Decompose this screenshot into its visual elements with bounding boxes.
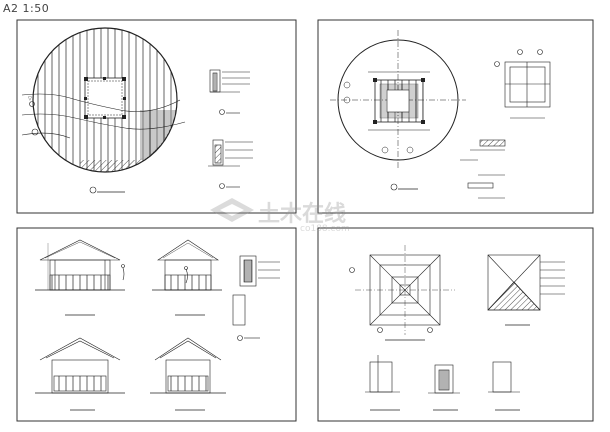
elevation-side xyxy=(152,239,280,341)
pavilion-plan-details xyxy=(460,49,551,199)
panel-frame-roof-plans xyxy=(317,227,594,422)
panel-frame-site-plan xyxy=(16,19,297,214)
panel-frame-elevations xyxy=(16,227,297,422)
watermark-text: 土木在线 xyxy=(258,202,347,227)
watermark-subtext: co188.com xyxy=(300,224,350,234)
site-plan-details xyxy=(208,69,253,189)
sheet-scale-label: A2 1:50 xyxy=(3,2,50,15)
panel-frame-pavilion-plan xyxy=(317,19,594,214)
svg-text:▽: ▽ xyxy=(28,96,32,102)
roof-plan-left xyxy=(349,245,455,341)
elevation-front xyxy=(35,239,125,316)
site-plan-circle: ▽ xyxy=(21,27,186,194)
section-2-2 xyxy=(150,337,226,411)
watermark-logo xyxy=(210,198,254,222)
pavilion-plan-circle xyxy=(330,30,466,191)
roof-details xyxy=(365,355,520,411)
roof-plan-right xyxy=(487,254,565,326)
section-1-1 xyxy=(35,337,125,411)
